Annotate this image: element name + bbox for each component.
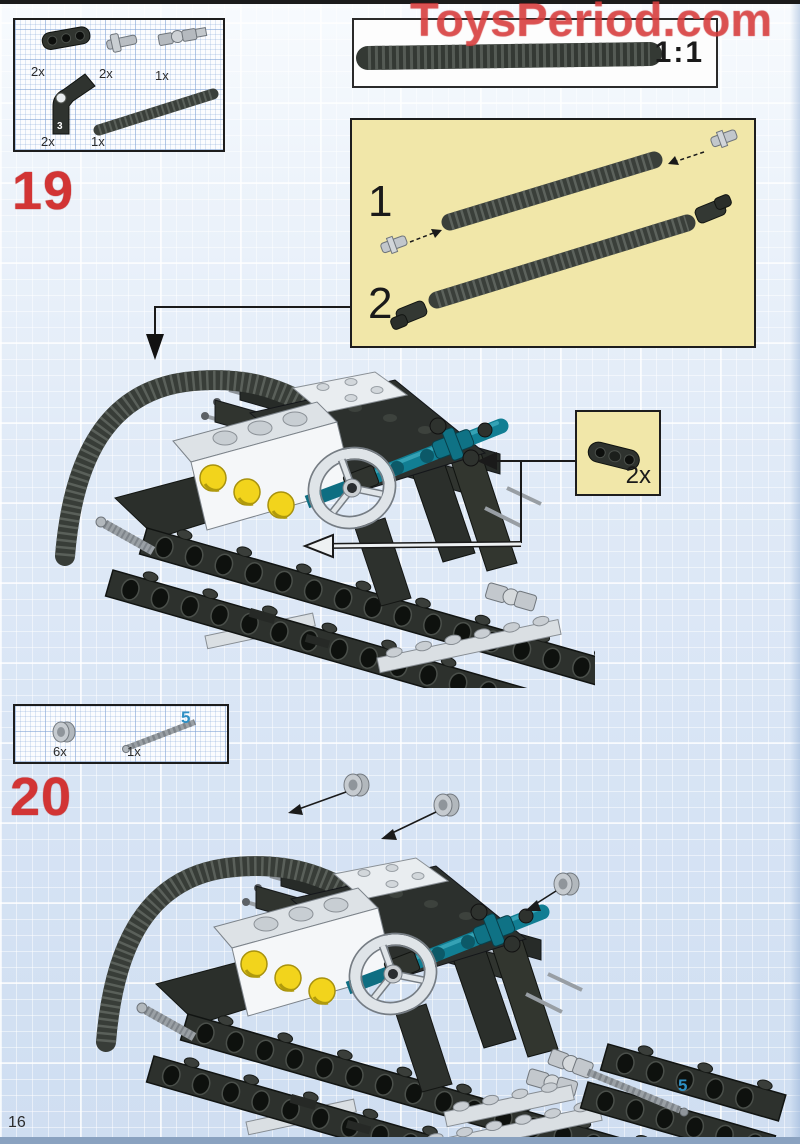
ribbed-hose-actual-size-icon (356, 42, 662, 70)
bush-icon (343, 773, 370, 797)
arrow-icon (668, 156, 679, 165)
universal-joint-icon (157, 26, 208, 46)
flat-liftarm-icon (41, 26, 91, 50)
scale-1to1-box: 1:1 (352, 18, 718, 88)
page-number: 16 (8, 1114, 26, 1131)
bush-icon (52, 721, 76, 743)
ribbed-hose-icon (93, 88, 219, 136)
angled-liftarm-printed-label: 3 (57, 121, 63, 132)
step20-parts-icons (52, 719, 197, 753)
page-right-edge (790, 0, 800, 1144)
arrow-icon (525, 900, 541, 911)
step19-parts-icons: 3 (41, 26, 219, 136)
step19-parts-box: 3 2x 2x 1x 2x 1x (13, 18, 225, 152)
step19-callout-box: 2x (575, 410, 661, 496)
substep2-number: 2 (368, 279, 393, 328)
inset-illustration (380, 129, 738, 330)
bush-icon (433, 793, 460, 817)
bush-icon (553, 872, 580, 896)
part-count: 2x (99, 66, 113, 81)
hose-end-connector-icon (694, 194, 732, 224)
flat-liftarm-icon (587, 441, 640, 471)
axle-icon (122, 719, 197, 753)
arrow-icon (381, 829, 397, 840)
axle-pin-icon (710, 129, 738, 149)
axle-connector-icon (106, 33, 138, 53)
page-top-edge (0, 0, 800, 4)
step19-assembly-illustration (55, 338, 595, 688)
watermark: ToysPeriod.com (410, 0, 773, 46)
step20-assembly-illustration (88, 773, 787, 1138)
part-count: 1x (127, 744, 141, 759)
substep1-number: 1 (368, 177, 393, 226)
axle-pin-icon (380, 235, 408, 255)
part-count: 1x (91, 134, 105, 149)
axle-length-label: 5 (181, 708, 191, 727)
step19-inset-box: 1 2 (350, 118, 756, 348)
assembly-axle-label: 5 (678, 1076, 688, 1095)
part-count: 2x (31, 64, 45, 79)
part-count: 6x (53, 744, 67, 759)
universal-joint-icon (547, 1048, 594, 1079)
part-count: 1x (155, 68, 169, 83)
arrow-icon (288, 804, 303, 815)
page-bottom-edge (0, 1137, 800, 1144)
step19-number: 19 (12, 161, 75, 221)
axle-5-icon (586, 1068, 689, 1117)
arrow-icon (431, 229, 442, 238)
angled-liftarm-icon: 3 (52, 73, 96, 135)
step20-number: 20 (10, 767, 73, 827)
callout-count: 2x (625, 462, 651, 489)
hose-end-connector-icon (390, 300, 428, 330)
scale-label: 1:1 (654, 36, 704, 69)
part-count: 2x (41, 134, 55, 149)
step20-parts-box: 6x 1x 5 (13, 704, 229, 764)
